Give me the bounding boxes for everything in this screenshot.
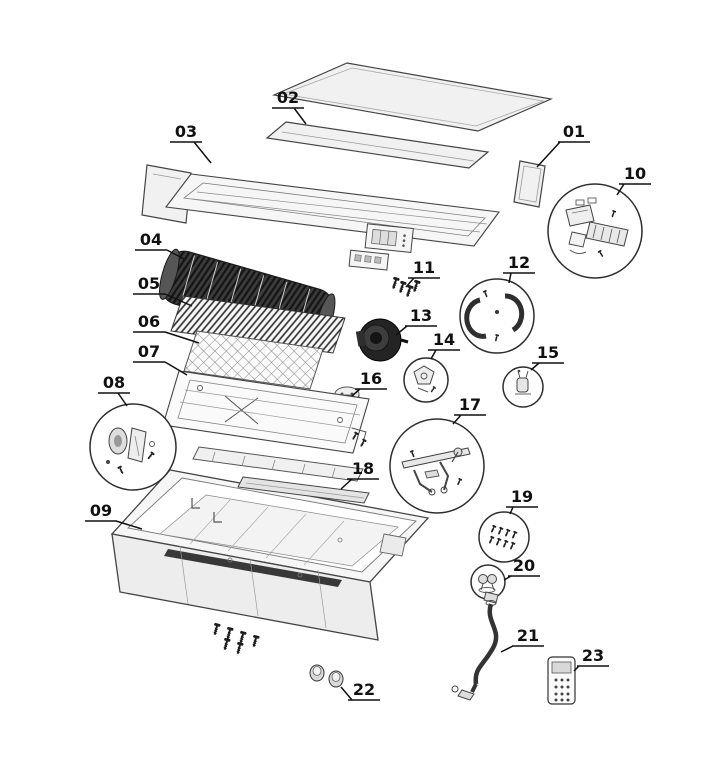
fan-motor <box>355 318 409 362</box>
part-label-20: 20 <box>513 556 535 575</box>
part-label-08: 08 <box>103 373 125 392</box>
display-window <box>348 223 414 271</box>
pipe-clamp-detail <box>459 278 535 354</box>
part-label-15: 15 <box>537 343 559 362</box>
capacitor-detail <box>502 366 544 408</box>
base-housing <box>110 469 430 641</box>
part-label-21: 21 <box>517 626 539 645</box>
part-label-06: 06 <box>138 312 160 331</box>
middle-frame <box>162 370 370 482</box>
louver-blade <box>237 476 370 504</box>
part-label-13: 13 <box>410 306 432 325</box>
part-label-16: 16 <box>360 369 382 388</box>
drain-hose <box>451 591 499 701</box>
air-filter <box>183 330 324 390</box>
motor-mount-detail <box>89 403 177 491</box>
part-label-11: 11 <box>413 258 435 277</box>
louver-mechanism-detail <box>389 418 485 514</box>
part-label-14: 14 <box>433 330 455 349</box>
evaporator-coil <box>170 295 346 354</box>
part-label-03: 03 <box>175 122 197 141</box>
control-box-detail <box>547 183 643 279</box>
part-label-05: 05 <box>138 274 160 293</box>
motor-bracket-detail <box>403 357 449 403</box>
part-label-04: 04 <box>140 230 162 249</box>
callouts: 01 02 03 04 05 06 07 08 09 10 11 12 13 1… <box>85 88 651 701</box>
mounting-screws <box>210 621 261 656</box>
top-cover-panel <box>271 62 554 208</box>
screw-set <box>389 275 422 299</box>
top-grille-strip <box>265 121 490 169</box>
part-label-07: 07 <box>138 342 160 361</box>
part-label-09: 09 <box>90 501 112 520</box>
part-label-17: 17 <box>459 395 481 414</box>
part-label-12: 12 <box>508 253 530 272</box>
bushings <box>309 664 344 688</box>
remote-control <box>547 656 576 705</box>
part-label-02: 02 <box>277 88 299 107</box>
part-label-19: 19 <box>511 487 533 506</box>
part-label-01: 01 <box>563 122 585 141</box>
part-label-18: 18 <box>352 459 374 478</box>
part-label-10: 10 <box>624 164 646 183</box>
front-frame <box>141 164 500 271</box>
screw-pack-detail <box>478 511 530 563</box>
part-label-22: 22 <box>353 680 375 699</box>
part-label-23: 23 <box>582 646 604 665</box>
